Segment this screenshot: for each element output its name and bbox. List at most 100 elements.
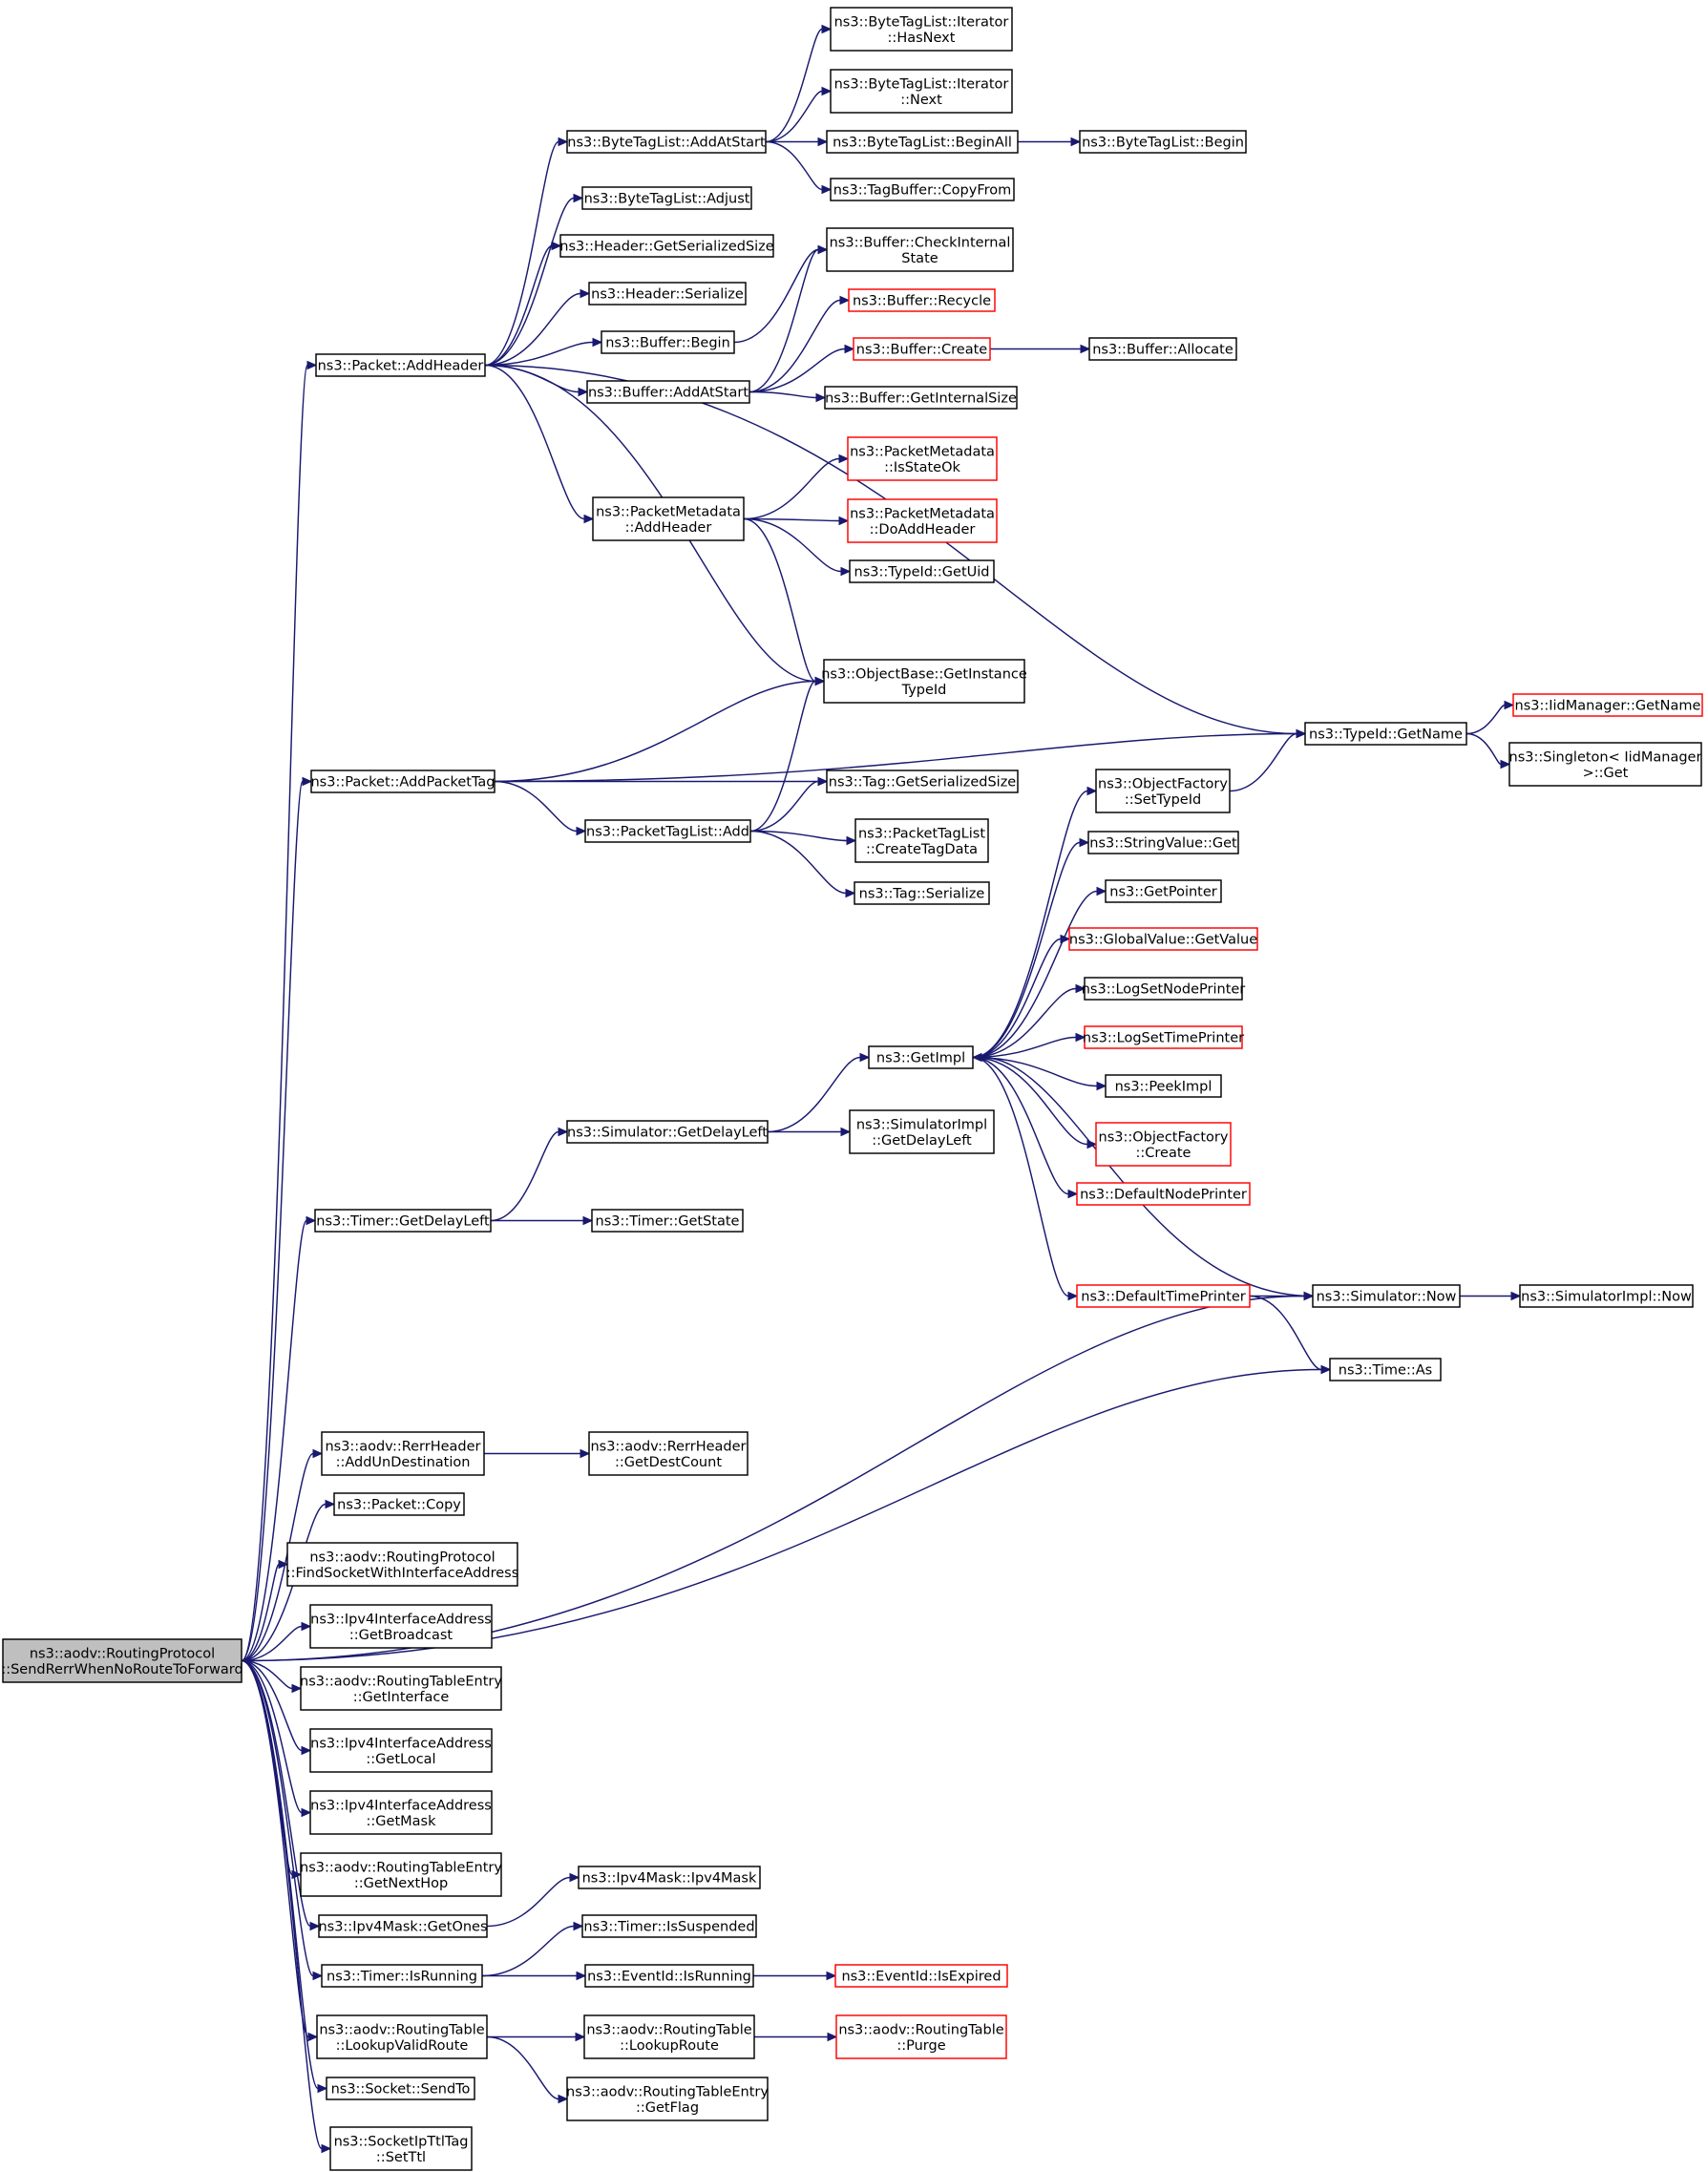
node-box[interactable] [286, 1542, 518, 1587]
graph-node-pktCopy[interactable]: ns3::Packet::Copy [333, 1492, 465, 1516]
node-box[interactable] [1519, 1284, 1694, 1308]
graph-node-getImpl[interactable]: ns3::GetImpl [868, 1045, 974, 1069]
node-box[interactable] [566, 2077, 769, 2121]
node-box[interactable] [834, 1964, 1008, 1988]
graph-node-rteGetNextHop[interactable]: ns3::aodv::RoutingTableEntry::GetNextHop [300, 1852, 502, 1897]
graph-node-rteGetFlag[interactable]: ns3::aodv::RoutingTableEntry::GetFlag [566, 2077, 769, 2121]
node-box[interactable] [830, 178, 1015, 201]
node-box[interactable] [826, 770, 1019, 793]
node-box[interactable] [333, 1492, 465, 1516]
graph-node-maskIpv4Mask[interactable]: ns3::Ipv4Mask::Ipv4Mask [578, 1866, 761, 1889]
graph-node-ofCreate[interactable]: ns3::ObjectFactory::Create [1095, 1122, 1232, 1167]
node-box[interactable] [584, 1964, 754, 1988]
node-box[interactable] [849, 559, 995, 583]
node-box[interactable] [1312, 1284, 1461, 1308]
node-box[interactable] [591, 1209, 744, 1233]
node-box[interactable] [583, 2014, 755, 2059]
graph-node-rtPurge[interactable]: ns3::aodv::RoutingTable::Purge [835, 2014, 1007, 2059]
node-box[interactable] [314, 1209, 492, 1233]
graph-node-logSetNodePrinter[interactable]: ns3::LogSetNodePrinter [1082, 977, 1246, 1001]
graph-node-singletonGet[interactable]: ns3::Singleton< IidManager>::Get [1508, 742, 1702, 787]
graph-node-ptlAdd[interactable]: ns3::PacketTagList::Add [584, 819, 751, 843]
graph-node-pmDoAddHeader[interactable]: ns3::PacketMetadata::DoAddHeader [847, 498, 998, 543]
node-box[interactable] [853, 337, 991, 361]
graph-node-pktAddHeader[interactable]: ns3::Packet::AddHeader [315, 353, 486, 377]
node-box[interactable] [300, 1852, 502, 1897]
graph-node-timerIsSuspended[interactable]: ns3::Timer::IsSuspended [581, 1914, 757, 1938]
graph-node-root[interactable]: ns3::aodv::RoutingProtocol::SendRerrWhen… [1, 1638, 243, 1683]
graph-node-rerrAddUnDest[interactable]: ns3::aodv::RerrHeader::AddUnDestination [321, 1431, 485, 1476]
graph-node-bufAllocate[interactable]: ns3::Buffer::Allocate [1088, 337, 1237, 361]
node-box[interactable] [300, 1666, 502, 1711]
node-box[interactable] [581, 186, 752, 210]
node-box[interactable] [1087, 831, 1239, 854]
node-box[interactable] [315, 353, 486, 377]
graph-node-socketSendTo[interactable]: ns3::Socket::SendTo [326, 2077, 475, 2100]
node-box[interactable] [586, 380, 750, 404]
graph-node-timerGetState[interactable]: ns3::Timer::GetState [591, 1209, 744, 1233]
graph-node-peekImpl[interactable]: ns3::PeekImpl [1105, 1074, 1222, 1098]
graph-node-simImplGetDelayLeft[interactable]: ns3::SimulatorImpl::GetDelayLeft [849, 1109, 995, 1154]
node-box[interactable] [1304, 722, 1467, 746]
graph-node-pktAddPacketTag[interactable]: ns3::Packet::AddPacketTag [310, 770, 496, 793]
node-box[interactable] [309, 1790, 493, 1835]
node-box[interactable] [584, 819, 751, 843]
graph-node-defNodePrinter[interactable]: ns3::DefaultNodePrinter [1076, 1182, 1251, 1206]
node-box[interactable] [826, 227, 1014, 272]
node-box[interactable] [321, 1431, 485, 1476]
node-box[interactable] [824, 386, 1018, 410]
graph-node-simImplNow[interactable]: ns3::SimulatorImpl::Now [1519, 1284, 1694, 1308]
node-box[interactable] [1105, 1074, 1222, 1098]
graph-node-getLocal[interactable]: ns3::Ipv4InterfaceAddress::GetLocal [309, 1728, 493, 1773]
node-box[interactable] [1508, 742, 1702, 787]
graph-node-rtLookupRoute[interactable]: ns3::aodv::RoutingTable::LookupRoute [583, 2014, 755, 2059]
graph-node-strValGet[interactable]: ns3::StringValue::Get [1087, 831, 1239, 854]
node-box[interactable] [566, 1120, 769, 1144]
graph-node-bufCreate[interactable]: ns3::Buffer::Create [853, 337, 991, 361]
graph-node-bufAddAtStart[interactable]: ns3::Buffer::AddAtStart [586, 380, 750, 404]
graph-node-ptlCreateTagData[interactable]: ns3::PacketTagList::CreateTagData [854, 818, 989, 863]
node-box[interactable] [1079, 130, 1247, 154]
graph-node-findSocket[interactable]: ns3::aodv::RoutingProtocol::FindSocketWi… [286, 1542, 519, 1587]
graph-node-tagSerialize[interactable]: ns3::Tag::Serialize [854, 881, 990, 905]
node-box[interactable] [830, 7, 1013, 52]
graph-node-itHasNext[interactable]: ns3::ByteTagList::Iterator::HasNext [830, 7, 1013, 52]
graph-node-rteGetInterface[interactable]: ns3::aodv::RoutingTableEntry::GetInterfa… [300, 1666, 502, 1711]
graph-node-maskGetOnes[interactable]: ns3::Ipv4Mask::GetOnes [318, 1914, 488, 1938]
node-box[interactable] [847, 436, 998, 481]
node-box[interactable] [854, 818, 989, 863]
node-box[interactable] [1329, 1358, 1442, 1381]
graph-node-ofSetTypeId[interactable]: ns3::ObjectFactory::SetTypeId [1095, 769, 1231, 813]
node-box[interactable] [823, 659, 1025, 704]
graph-node-tbCopyFrom[interactable]: ns3::TagBuffer::CopyFrom [830, 178, 1015, 201]
node-box[interactable] [1076, 1182, 1251, 1206]
graph-node-bufBegin[interactable]: ns3::Buffer::Begin [601, 330, 735, 354]
graph-node-setTtl[interactable]: ns3::SocketIpTtlTag::SetTtl [329, 2126, 473, 2171]
graph-node-btlBegin[interactable]: ns3::ByteTagList::Begin [1079, 130, 1247, 154]
node-box[interactable] [1512, 693, 1703, 717]
graph-node-getPointer[interactable]: ns3::GetPointer [1105, 879, 1222, 903]
node-box[interactable] [1084, 977, 1243, 1001]
graph-node-getBroadcast[interactable]: ns3::Ipv4InterfaceAddress::GetBroadcast [309, 1604, 493, 1649]
node-box[interactable] [2, 1638, 242, 1683]
graph-node-eventIsRunning[interactable]: ns3::EventId::IsRunning [584, 1964, 754, 1988]
graph-node-pmAddHeader[interactable]: ns3::PacketMetadata::AddHeader [592, 496, 745, 541]
graph-node-timeAs[interactable]: ns3::Time::As [1329, 1358, 1442, 1381]
node-box[interactable] [588, 1431, 749, 1476]
node-box[interactable] [601, 330, 735, 354]
graph-node-logSetTimePrinter[interactable]: ns3::LogSetTimePrinter [1083, 1025, 1244, 1049]
node-box[interactable] [1068, 927, 1258, 951]
graph-node-bufGetInternalSize[interactable]: ns3::Buffer::GetInternalSize [824, 386, 1018, 410]
graph-node-btlAddAtStart[interactable]: ns3::ByteTagList::AddAtStart [566, 130, 767, 154]
graph-node-bufRecycle[interactable]: ns3::Buffer::Recycle [848, 288, 996, 312]
node-box[interactable] [318, 1914, 488, 1938]
node-box[interactable] [326, 2077, 475, 2100]
node-box[interactable] [1095, 1122, 1232, 1167]
graph-node-lookupValidRoute[interactable]: ns3::aodv::RoutingTable::LookupValidRout… [316, 2014, 488, 2059]
node-box[interactable] [854, 881, 990, 905]
graph-node-btlBeginAll[interactable]: ns3::ByteTagList::BeginAll [826, 130, 1019, 154]
graph-node-getMask[interactable]: ns3::Ipv4InterfaceAddress::GetMask [309, 1790, 493, 1835]
graph-node-hdrSerialize[interactable]: ns3::Header::Serialize [588, 282, 747, 306]
graph-node-timerIsRunning[interactable]: ns3::Timer::IsRunning [321, 1964, 483, 1988]
